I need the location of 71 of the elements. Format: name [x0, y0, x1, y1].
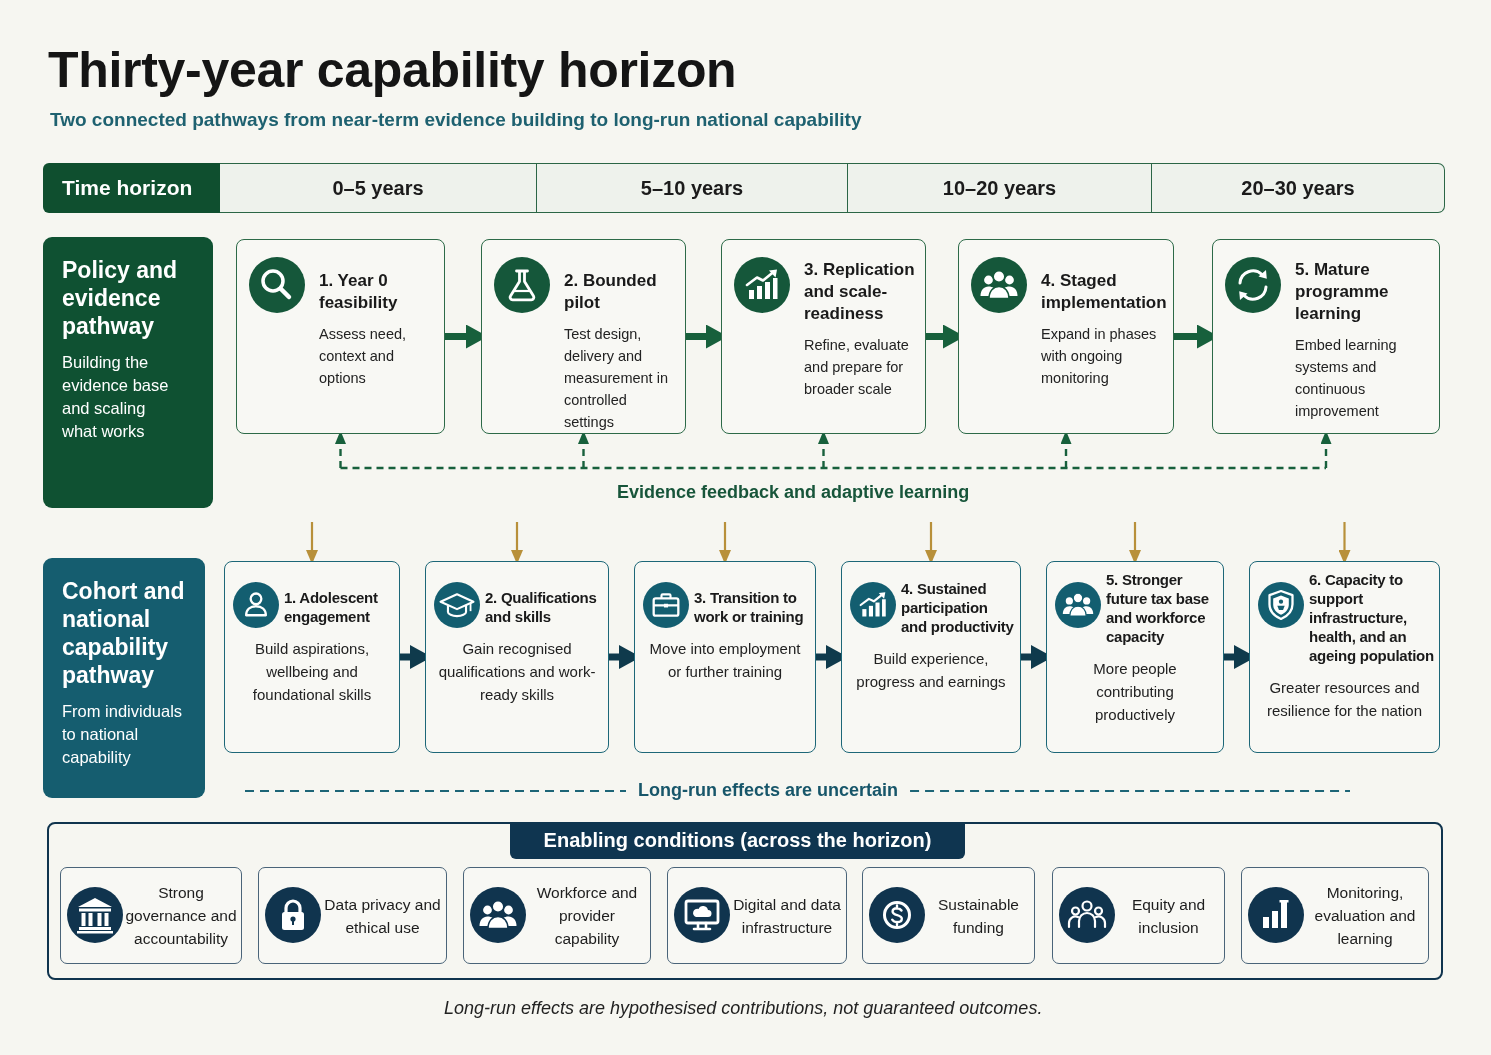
- condition-card: [1052, 867, 1225, 964]
- stage-description: More people contributing productively: [1092, 659, 1178, 725]
- stage-title: 6. Capacity to support infrastructure, health, and an ageing population: [1309, 570, 1435, 665]
- condition-card: [862, 867, 1035, 964]
- stage-card: [481, 239, 686, 434]
- condition-label: Strong governance and accountability: [125, 883, 237, 949]
- stage-card: [841, 561, 1021, 753]
- stage-card: [236, 239, 445, 434]
- time-period-label: 10–20 years: [942, 176, 1057, 200]
- stage-title: 3. Transition to work or training: [694, 588, 805, 626]
- stage-title: 5. Stronger future tax base and workforce capacity: [1106, 570, 1210, 646]
- time-period-cell: [1152, 163, 1445, 213]
- stage-description: Build aspirations, wellbeing and foundational skills: [251, 639, 373, 705]
- condition-label: Workforce and provider capability: [535, 883, 639, 949]
- condition-label: Monitoring, evaluation and learning: [1313, 883, 1417, 949]
- pathway-description: From individuals to national capability: [62, 701, 184, 768]
- stage-description: Test design, delivery and measurement in controlled settings: [564, 325, 669, 432]
- stage-card: [958, 239, 1174, 434]
- condition-card: [60, 867, 242, 964]
- pathway-description: Building the evidence base and scaling what works: [62, 352, 170, 442]
- time-period-cell: [537, 163, 848, 213]
- condition-label: Sustainable funding: [937, 894, 1020, 938]
- stage-description: Move into employment or further training: [648, 639, 802, 682]
- footnote-caption: Long-run effects are hypothesised contributions, not guaranteed outcomes.: [444, 997, 1043, 1019]
- feedback-label: Evidence feedback and adaptive learning: [617, 481, 970, 503]
- stage-description: Gain recognised qualifications and work-ready skills: [438, 639, 596, 705]
- stage-description: Greater resources and resilience for the nation: [1265, 678, 1424, 721]
- stage-description: Expand in phases with ongoing monitoring: [1041, 325, 1158, 388]
- pathway-title: Cohort and national capability pathway: [62, 577, 186, 689]
- stage-card: [1212, 239, 1440, 434]
- stage-title: 3. Replication and scale-readiness: [804, 259, 916, 325]
- stage-card: [425, 561, 609, 753]
- condition-card: [258, 867, 447, 964]
- time-period-label: 0–5 years: [332, 176, 424, 200]
- stage-description: Build experience, progress and earnings: [855, 648, 1007, 692]
- time-period-label: 20–30 years: [1241, 176, 1355, 200]
- condition-card: [463, 867, 651, 964]
- uncertainty-note: Long-run effects are uncertain: [638, 779, 899, 801]
- stage-title: 4. Staged implementation: [1041, 270, 1167, 314]
- condition-label: Equity and inclusion: [1130, 894, 1207, 938]
- pathway-panel: [43, 237, 213, 508]
- stage-title: 1. Year 0 feasibility: [319, 270, 399, 314]
- stage-description: Refine, evaluate and prepare for broader scale: [804, 336, 910, 399]
- diagram-subtitle: Two connected pathways from near-term evidence building to long-run national capability: [50, 108, 862, 132]
- time-period-cell: [220, 163, 537, 213]
- enabling-conditions-panel: [47, 822, 1443, 980]
- stage-card: [634, 561, 816, 753]
- condition-label: Digital and data infrastructure: [732, 894, 842, 938]
- stage-card: [224, 561, 400, 753]
- time-horizon-header: [43, 163, 220, 213]
- time-period-label: 5–10 years: [640, 176, 744, 200]
- feedback-line: [340, 466, 1326, 470]
- stage-description: Assess need, context and options: [319, 325, 408, 388]
- pathway-panel: [43, 558, 205, 798]
- condition-label: Data privacy and ethical use: [323, 894, 442, 938]
- row-heading: Time horizon: [62, 176, 193, 200]
- stage-description: Embed learning systems and continuous improvement: [1295, 336, 1398, 421]
- condition-card: [667, 867, 847, 964]
- stage-card: [1046, 561, 1224, 753]
- time-period-cell: [848, 163, 1152, 213]
- stage-card: [721, 239, 926, 434]
- stage-title: 4. Sustained participation and productivity: [901, 578, 1015, 636]
- diagram-title: Thirty-year capability horizon: [48, 41, 737, 100]
- condition-card: [1241, 867, 1429, 964]
- stage-card: [1249, 561, 1440, 753]
- stage-title: 2. Bounded pilot: [564, 270, 658, 314]
- stage-title: 1. Adolescent engagement: [284, 588, 379, 626]
- section-heading: Enabling conditions (across the horizon): [510, 822, 965, 859]
- pathway-title: Policy and evidence pathway: [62, 256, 179, 340]
- stage-title: 2. Qualifications and skills: [485, 588, 598, 626]
- stage-title: 5. Mature programme learning: [1295, 259, 1390, 325]
